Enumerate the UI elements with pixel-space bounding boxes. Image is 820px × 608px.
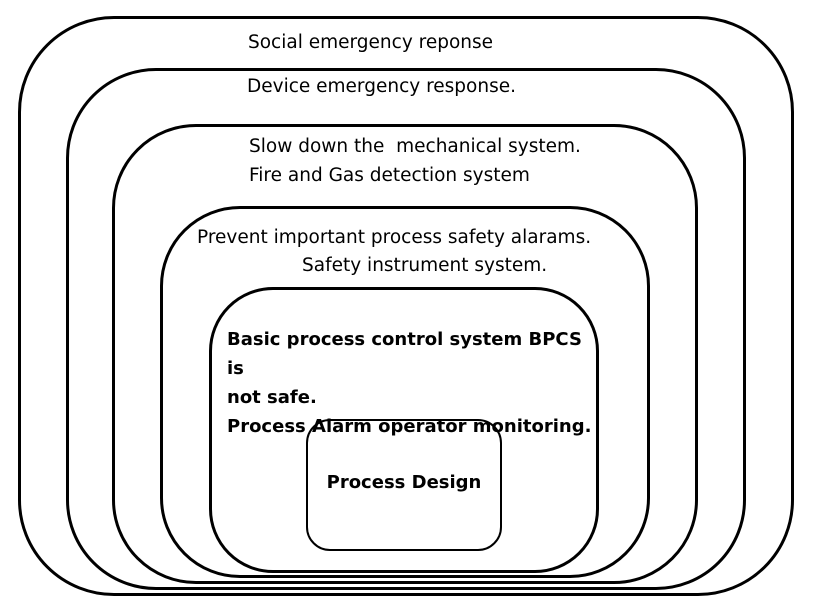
label-bpcs-line-2: not safe. xyxy=(227,387,317,408)
label-social-emergency: Social emergency reponse xyxy=(248,32,494,53)
label-bpcs-line-1: Basic process control system BPCS is xyxy=(227,329,582,379)
label-fire-gas-detection: Fire and Gas detection system xyxy=(249,165,530,186)
label-device-emergency: Device emergency response. xyxy=(247,76,516,97)
label-process-design: Process Design xyxy=(326,472,482,493)
label-mechanical-system: Slow down the mechanical system. xyxy=(249,136,581,157)
label-bpcs: Basic process control system BPCS is not… xyxy=(227,325,595,441)
label-bpcs-line-3: Process Alarm operator monitoring. xyxy=(227,416,592,437)
label-prevent-alarms: Prevent important process safety alarams… xyxy=(197,227,592,248)
layer-process-design xyxy=(306,419,502,551)
label-safety-instrument-system: Safety instrument system. xyxy=(302,255,548,276)
